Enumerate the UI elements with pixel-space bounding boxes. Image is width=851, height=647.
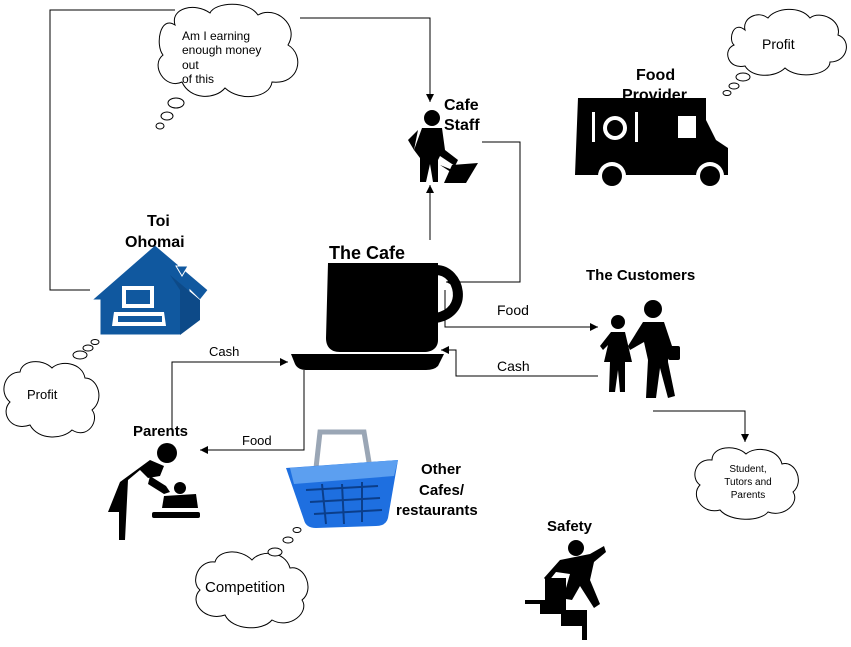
edge-food-to-parents [200, 370, 305, 454]
thought-provider-text: Profit [762, 36, 795, 52]
coffee-cup-icon [291, 262, 463, 370]
thought-staff-line1: Am I earning [182, 29, 251, 43]
edge-label-cash-from-customers: Cash [497, 358, 530, 374]
worker-shovel-icon [408, 110, 478, 183]
thought-competition [195, 527, 309, 629]
node-label-food-provider-line1: Food [636, 67, 676, 84]
node-label-other-line1: Other [421, 461, 462, 478]
parent-baby-icon [108, 443, 200, 540]
edge-toi-to-staff [49, 9, 175, 291]
thought-staff-line2: enough money [182, 43, 262, 57]
node-label-other-line3: restaurants [396, 502, 478, 519]
thought-staff-line4: of this [182, 72, 215, 86]
node-label-toi-line2: Ohomai [125, 234, 185, 251]
house-computer-icon [90, 244, 209, 336]
connectors [49, 9, 749, 454]
thought-customers [694, 447, 799, 520]
node-label-parents: Parents [133, 423, 189, 440]
node-label-food-provider-line2: Provider [622, 87, 687, 104]
thought-customers-line3: Parents [730, 490, 766, 501]
node-label-toi-line1: Toi [147, 213, 170, 230]
walking-family-icon [600, 300, 680, 398]
node-label-safety: Safety [547, 518, 593, 535]
edge-label-food-to-customers: Food [497, 302, 529, 318]
thought-customers-line1: Student, [729, 464, 767, 475]
node-label-other-line2: Cafes/ [419, 482, 465, 499]
thought-staff-line3: out [182, 58, 199, 72]
edge-label-cash-from-parents: Cash [209, 344, 240, 359]
thought-staff [155, 3, 299, 130]
edge-label-food-to-parents: Food [242, 433, 272, 448]
edge-staff-to-cafe [446, 141, 521, 286]
edge-thought-to-staff [300, 17, 434, 102]
thought-customers-line2: Tutors and [724, 477, 772, 488]
edge-food-to-customers [444, 290, 598, 331]
thought-toi [3, 339, 100, 438]
node-label-cafe-staff-line1: Cafe [444, 97, 479, 114]
node-label-the-customers: The Customers [586, 267, 696, 284]
thought-competition-text: Competition [205, 579, 286, 596]
node-label-cafe-staff-line2: Staff [444, 117, 480, 134]
shopping-basket-icon [286, 429, 398, 528]
thought-toi-text: Profit [27, 387, 58, 402]
falling-stairs-icon [525, 540, 606, 640]
edge-cash-from-parents [171, 358, 288, 430]
edge-customers-to-thought [653, 410, 749, 442]
food-truck-icon [575, 98, 728, 190]
thought-provider [722, 8, 847, 96]
edge-cash-from-customers [441, 346, 598, 377]
node-label-the-cafe: The Cafe [329, 243, 406, 263]
